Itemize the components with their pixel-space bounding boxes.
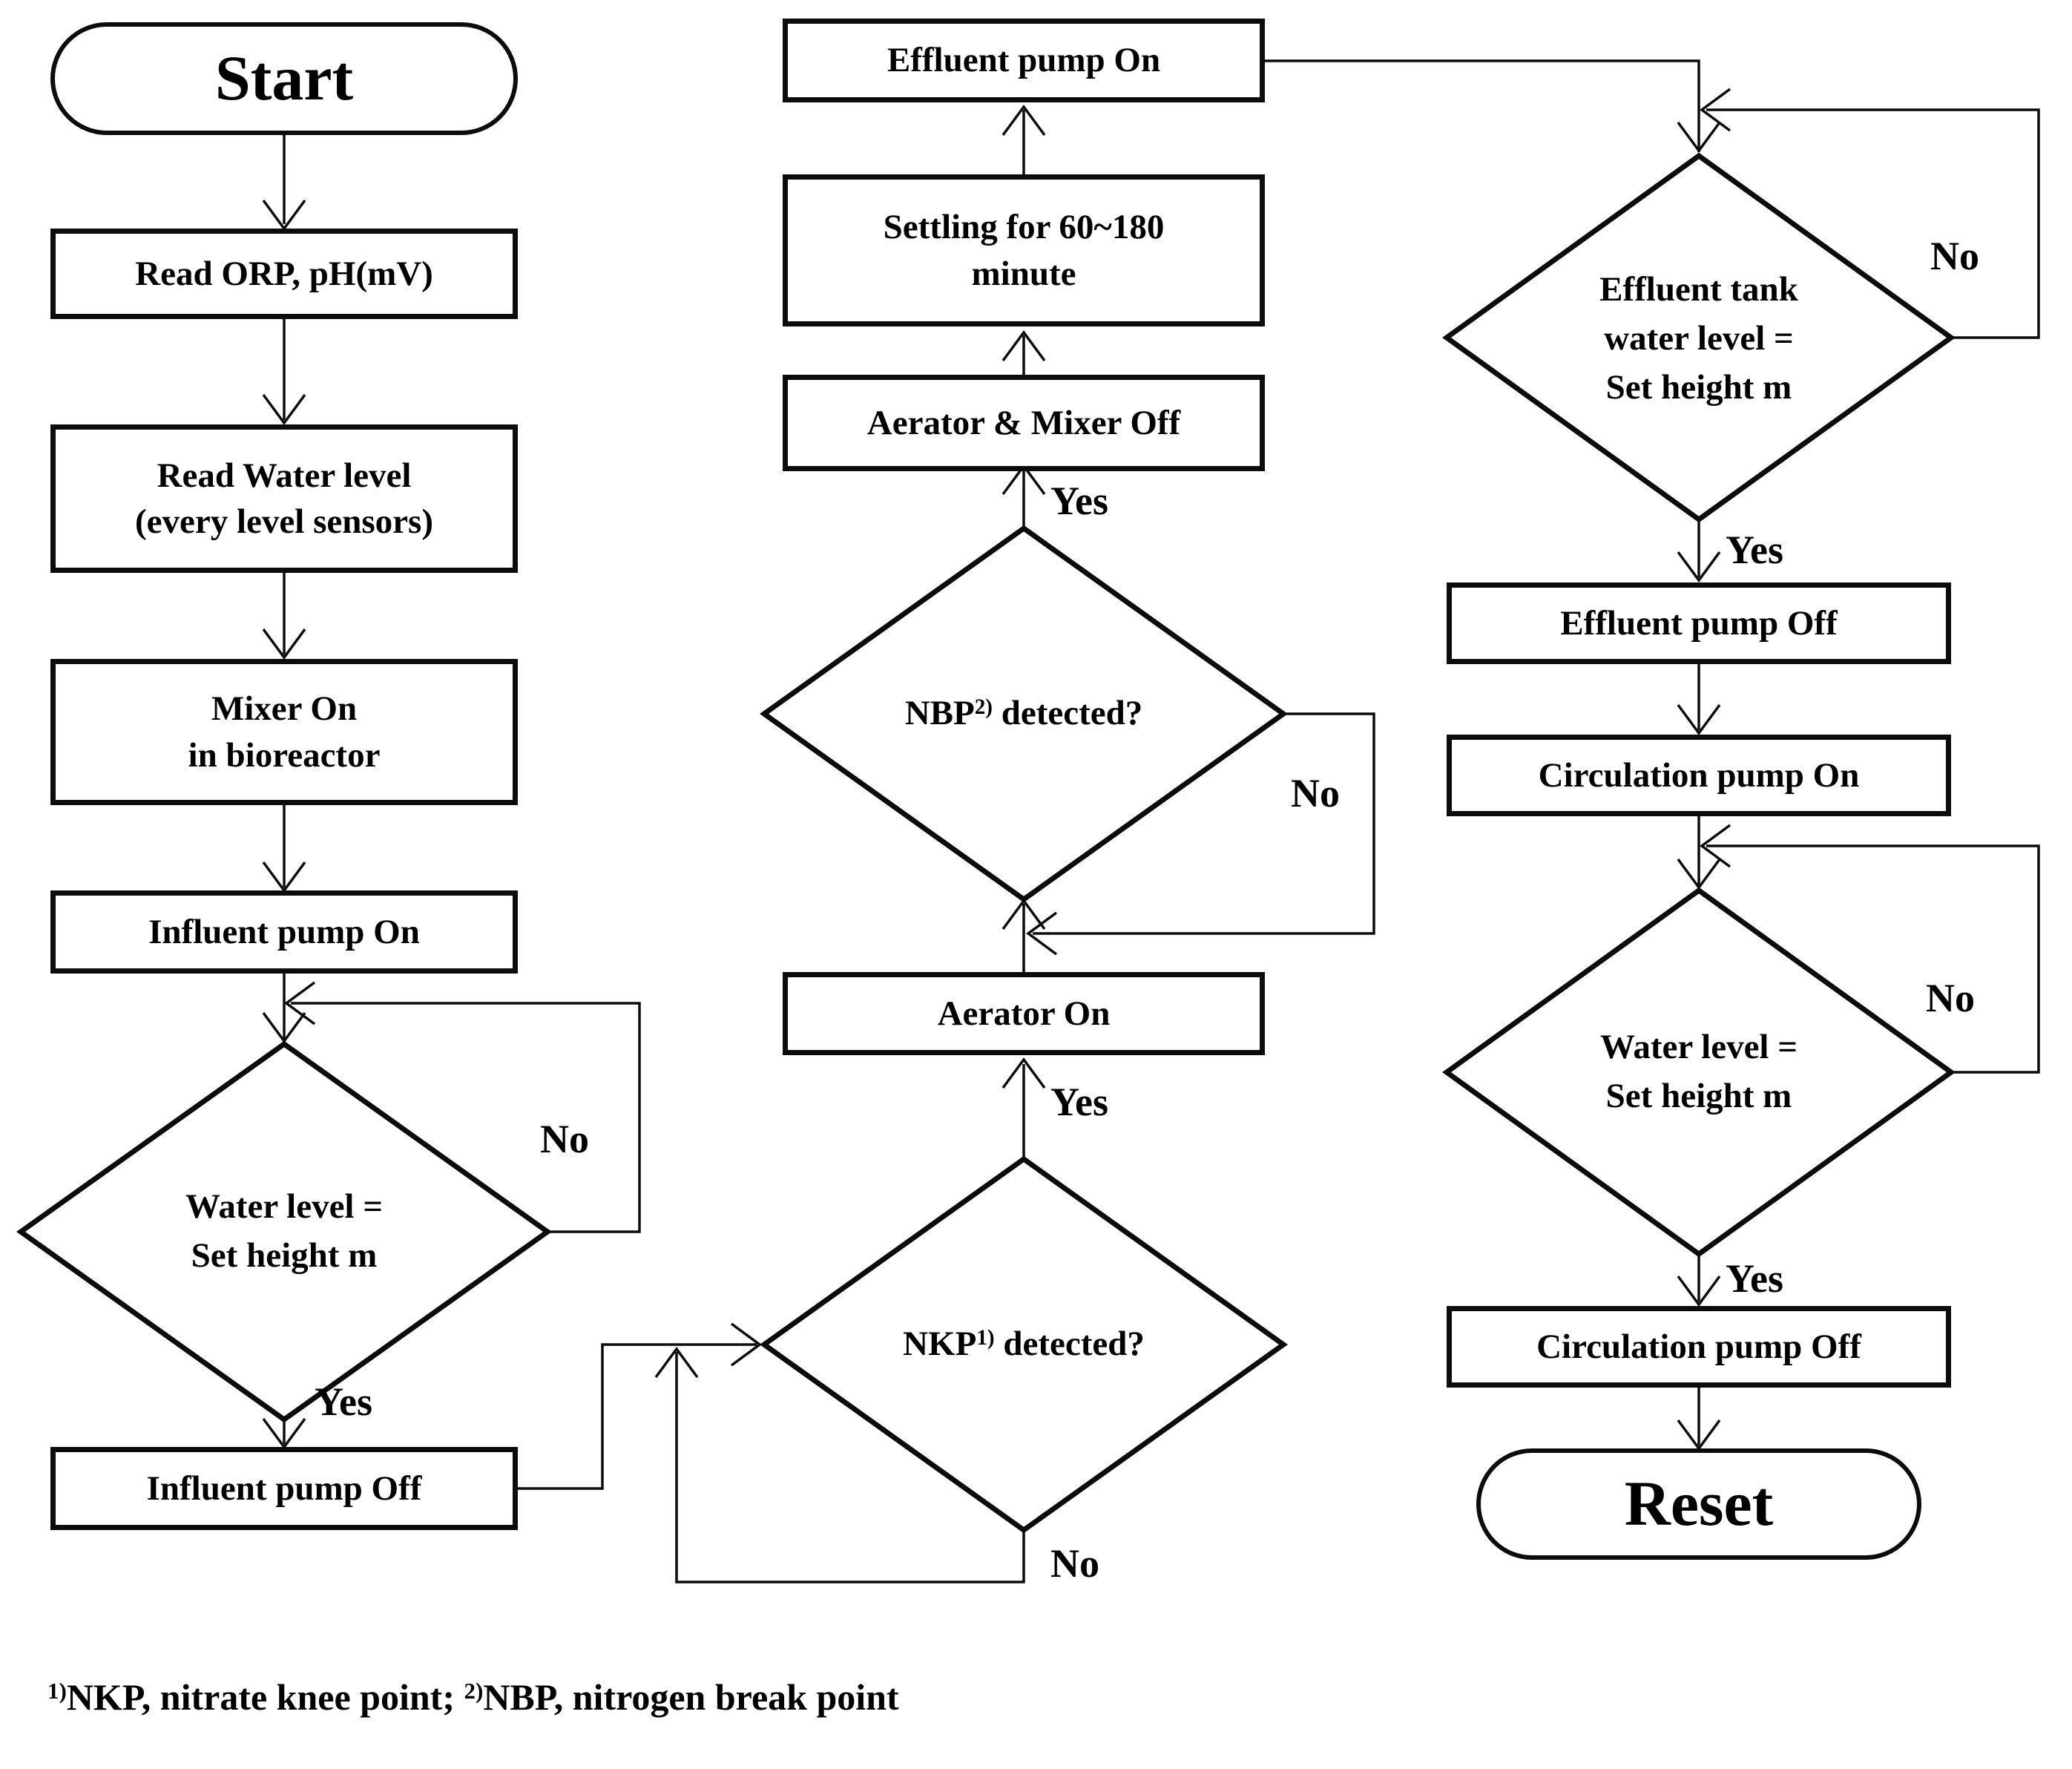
node-aerator-mixer-off-label: Aerator & Mixer Off (866, 403, 1181, 442)
decision-water-level-2: Water level = Set height m (1484, 998, 1914, 1146)
label-no-nkp: No (1050, 1541, 1099, 1586)
arrowhead-left-icon (1700, 824, 1731, 868)
arrowhead-left-icon (1026, 911, 1058, 956)
node-mixer-on: Mixer On in bioreactor (50, 659, 518, 805)
footnote-sup2: 2) (464, 1677, 484, 1704)
arrowhead-up-icon (1002, 105, 1046, 137)
node-aerator-mixer-off: Aerator & Mixer Off (783, 375, 1265, 471)
node-circulation-pump-on: Circulation pump On (1447, 735, 1951, 816)
node-read-orp-label: Read ORP, pH(mV) (135, 254, 433, 293)
decision-nbp-pre: NBP (904, 694, 975, 733)
decision-water-level-1-line1: Water level = (185, 1187, 384, 1227)
arrowhead-left-icon (1700, 88, 1731, 132)
label-yes-effluent-tank: Yes (1726, 528, 1783, 572)
decision-nbp: NBP2) detected? (801, 684, 1246, 744)
decision-nkp: NKP1) detected? (801, 1315, 1246, 1374)
decision-water-level-2-line1: Water level = (1599, 1028, 1798, 1067)
decision-shapes (16, 152, 1956, 1534)
edges (283, 59, 2040, 1583)
decision-effluent-tank-shape (1442, 152, 1956, 523)
footnote: 1)NKP, nitrate knee point; 2)NBP, nitrog… (47, 1676, 899, 1719)
footnote-text2: NBP, nitrogen break point (483, 1676, 899, 1718)
node-start-label: Start (214, 42, 354, 114)
arrowhead-down-icon (262, 628, 306, 660)
label-yes-water-level-1: Yes (315, 1379, 372, 1424)
edge-effluenton-tankcheck (1265, 59, 1700, 152)
node-settling-line1: Settling for 60~180 (883, 208, 1165, 247)
node-influent-pump-off-label: Influent pump Off (146, 1468, 422, 1508)
decision-nkp-pre: NKP (903, 1325, 977, 1364)
arrowhead-down-icon (1677, 1275, 1721, 1307)
edge-influentoff-nkp (518, 1343, 757, 1490)
label-yes-nkp: Yes (1050, 1080, 1108, 1124)
edge-nkp-no-loop (675, 1352, 1025, 1583)
edge-waterlevel1-no-loop (291, 1002, 641, 1233)
decision-nkp-post: detected? (994, 1325, 1145, 1364)
node-mixer-on-line1: Mixer On (211, 689, 358, 729)
decision-nkp-shape (759, 1155, 1289, 1534)
node-aerator-on: Aerator On (783, 972, 1265, 1055)
arrowhead-down-icon (1677, 551, 1721, 582)
node-effluent-pump-off-label: Effluent pump Off (1560, 603, 1838, 643)
node-settling: Settling for 60~180 minute (783, 174, 1265, 326)
node-reset-label: Reset (1624, 1468, 1774, 1540)
label-yes-nbp: Yes (1050, 479, 1108, 523)
node-aerator-on-label: Aerator On (937, 994, 1111, 1033)
node-effluent-pump-off: Effluent pump Off (1447, 582, 1951, 664)
node-circulation-pump-off-label: Circulation pump Off (1536, 1327, 1861, 1366)
footnote-sup1: 1) (47, 1677, 67, 1704)
arrowhead-left-icon (284, 981, 316, 1025)
footnote-text1: NKP, nitrate knee point; (66, 1676, 464, 1718)
decision-effluent-tank-line3: Set height m (1605, 367, 1792, 407)
node-circulation-pump-on-label: Circulation pump On (1538, 755, 1860, 795)
node-read-water-level-line1: Read Water level (157, 456, 412, 495)
node-influent-pump-on-label: Influent pump On (148, 912, 420, 951)
node-reset: Reset (1476, 1448, 1921, 1560)
decision-effluent-tank-line2: water level = (1604, 319, 1794, 358)
decision-nbp-sup: 2) (974, 695, 993, 719)
arrowhead-down-icon (262, 393, 306, 425)
decision-nbp-label: NBP2) detected? (905, 689, 1143, 738)
arrowhead-up-icon (654, 1347, 699, 1379)
decision-effluent-tank-line1: Effluent tank (1599, 270, 1798, 309)
decision-nbp-post: detected? (992, 694, 1143, 733)
label-no-effluent-tank: No (1930, 234, 1979, 278)
decision-water-level-2-shape (1442, 887, 1956, 1258)
node-start: Start (50, 22, 518, 135)
node-read-water-level: Read Water level (every level sensors) (50, 424, 518, 573)
arrowhead-down-icon (1677, 121, 1721, 153)
node-read-orp: Read ORP, pH(mV) (50, 229, 518, 319)
label-yes-water-level-2: Yes (1726, 1256, 1783, 1301)
decision-water-level-1: Water level = Set height m (76, 1154, 492, 1310)
node-read-water-level-line2: (every level sensors) (135, 502, 433, 541)
edge-tankcheck-no-loop (1706, 108, 2040, 339)
decision-water-level-1-line2: Set height m (191, 1236, 378, 1275)
edge-waterlevel2-no-loop (1706, 844, 2040, 1074)
node-mixer-on-line2: in bioreactor (188, 735, 381, 775)
decision-effluent-tank: Effluent tank water level = Set height m (1484, 239, 1914, 439)
decision-nkp-label: NKP1) detected? (903, 1320, 1145, 1369)
arrowhead-up-icon (1002, 1057, 1046, 1089)
arrowhead-down-icon (1677, 703, 1721, 735)
node-effluent-pump-on: Effluent pump On (783, 19, 1265, 102)
node-settling-line2: minute (971, 254, 1076, 293)
decision-water-level-1-shape (16, 1040, 553, 1423)
decision-nkp-sup: 1) (976, 1325, 995, 1350)
edge-nbp-no-loop (1033, 712, 1375, 935)
decision-water-level-2-line2: Set height m (1605, 1077, 1792, 1115)
node-influent-pump-off: Influent pump Off (50, 1447, 518, 1530)
label-no-water-level-2: No (1926, 976, 1975, 1020)
decision-nbp-shape (759, 525, 1289, 903)
node-circulation-pump-off: Circulation pump Off (1447, 1306, 1951, 1388)
label-no-nbp: No (1291, 771, 1340, 815)
arrowhead-up-icon (1002, 330, 1046, 362)
label-no-water-level-1: No (540, 1117, 589, 1161)
node-effluent-pump-on-label: Effluent pump On (887, 41, 1161, 80)
node-influent-pump-on: Influent pump On (50, 890, 518, 974)
